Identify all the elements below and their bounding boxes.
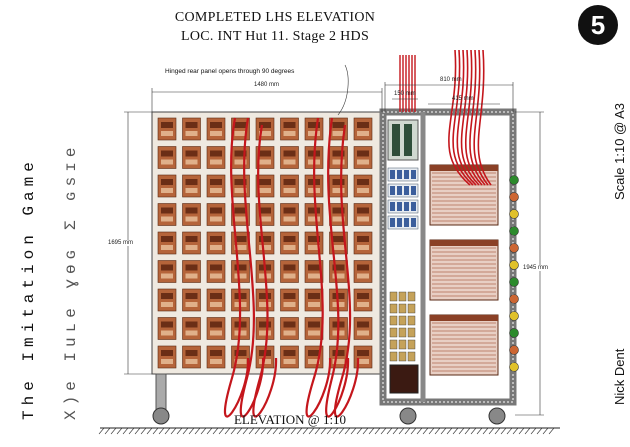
dimension-small-1: 150 mm — [394, 91, 416, 97]
right-cable-bundle — [399, 49, 492, 186]
drawing-title-line-2: LOC. INT Hut 11. Stage 2 HDS — [180, 29, 370, 44]
right-cabinet-frame — [379, 108, 517, 406]
side-title: The Imitation Game — [20, 157, 38, 420]
right-drum-units — [429, 164, 499, 376]
dimension-width-right: 810 mm — [440, 77, 462, 83]
author-name: Nick Dent — [612, 348, 627, 405]
hinge-note: Hinged rear panel opens through 90 degre… — [165, 68, 295, 75]
connector-box — [389, 364, 419, 394]
side-title-mirror: X)e Iuʟe ɣɵɢ Σ ɢsɪe — [62, 142, 80, 420]
dimension-small-2: 415 mm — [452, 96, 474, 102]
dimension-height-left: 1695 mm — [108, 240, 134, 246]
dimension-height-right: 1945 mm — [523, 265, 549, 271]
elevation-caption: ELEVATION @ 1:10 — [233, 412, 347, 427]
scale-label: Scale 1:10 @ A3 — [612, 102, 627, 200]
right-casters — [399, 407, 506, 425]
drawing-title-line-1: COMPLETED LHS ELEVATION — [174, 10, 376, 25]
dimension-width-left: 1480 mm — [254, 82, 280, 88]
sheet-number-badge: 5 — [578, 5, 618, 45]
ground-line — [98, 427, 560, 435]
left-caster — [152, 373, 170, 425]
left-rack-panel — [151, 111, 383, 418]
indicator-lamps — [509, 175, 519, 372]
